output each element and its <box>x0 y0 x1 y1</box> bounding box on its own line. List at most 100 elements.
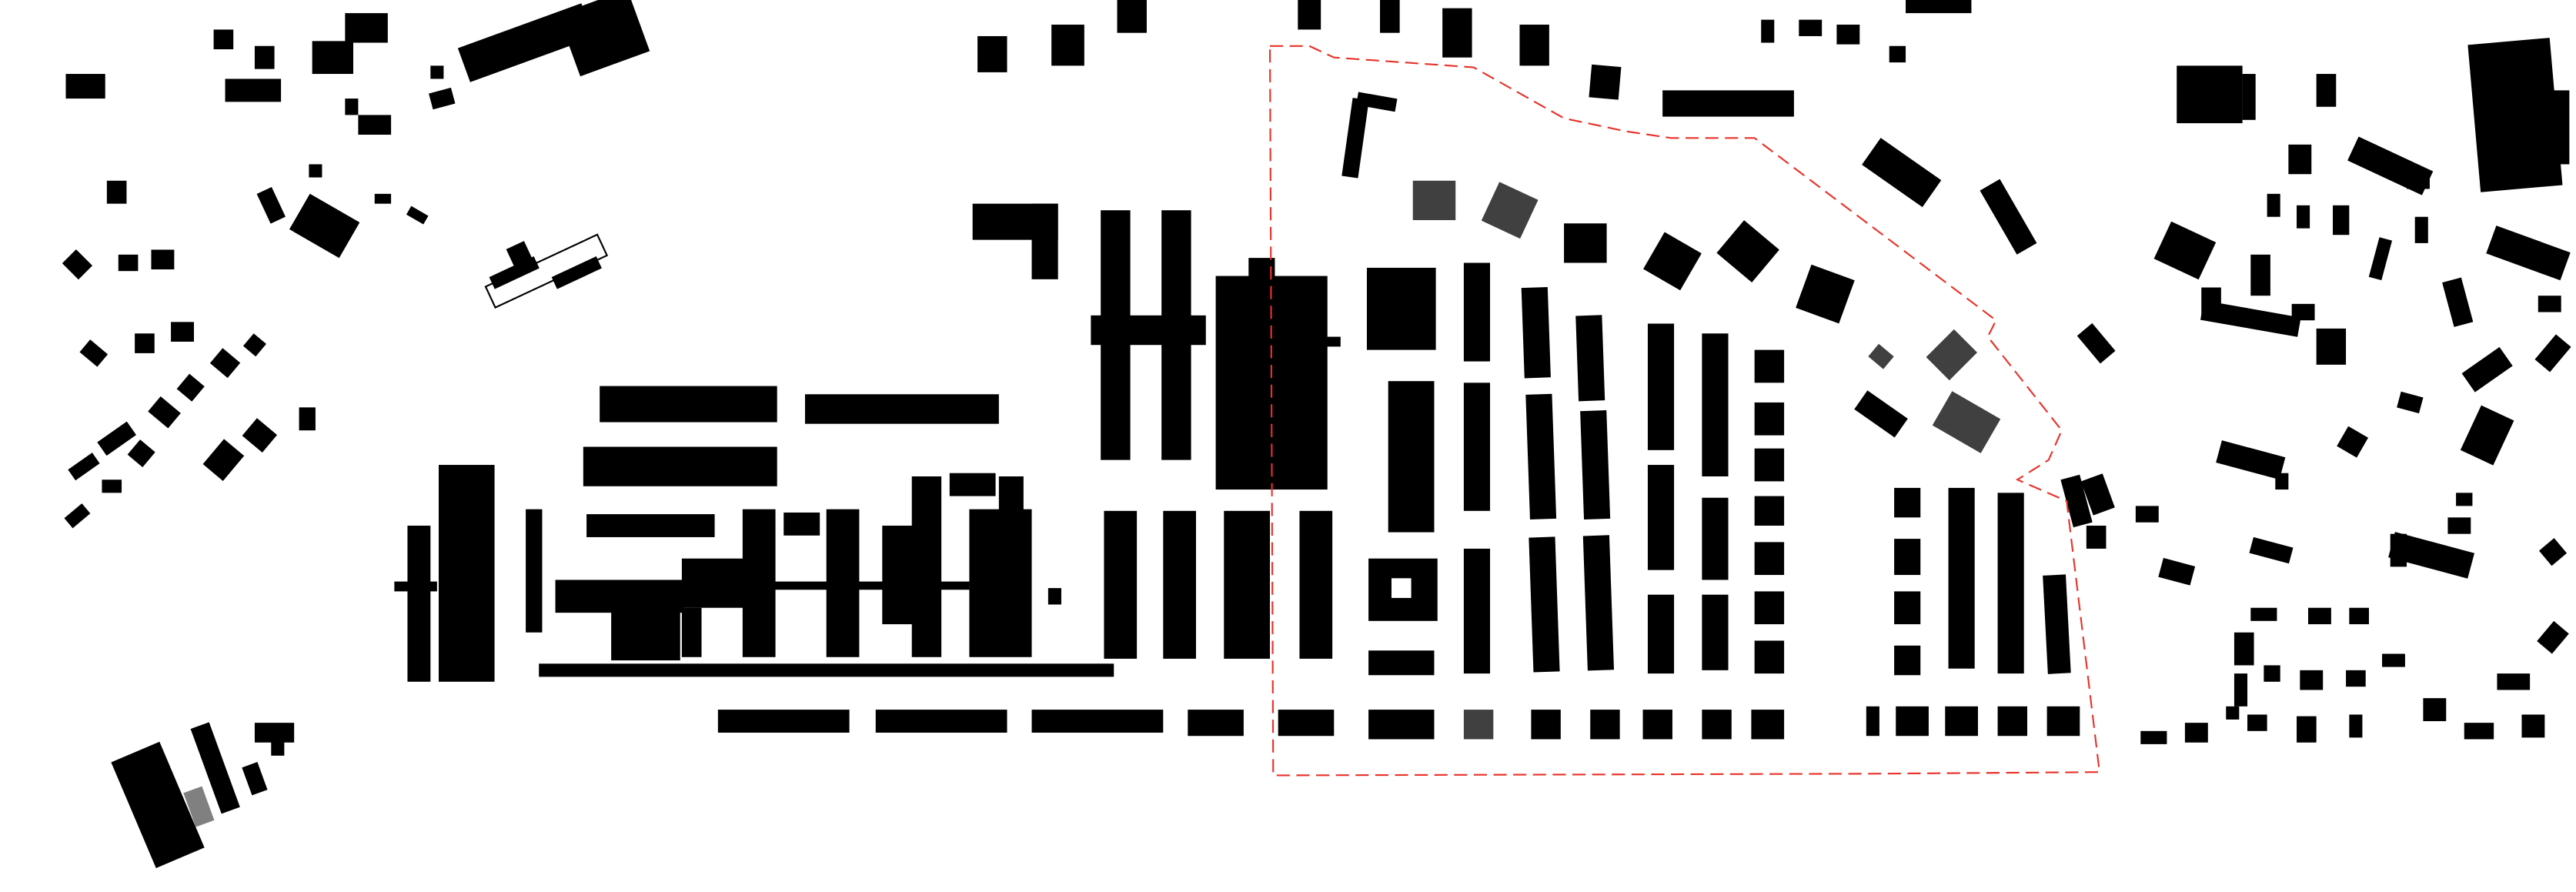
building <box>2297 205 2310 229</box>
building <box>2158 557 2196 586</box>
building <box>1188 710 1244 737</box>
building <box>135 333 155 353</box>
building <box>1298 0 1321 30</box>
building <box>429 87 456 110</box>
building <box>2423 698 2447 722</box>
building <box>1104 510 1138 659</box>
building <box>1796 264 1855 324</box>
building <box>539 663 1114 677</box>
proposed-building <box>1463 710 1494 740</box>
building <box>430 65 444 79</box>
building <box>1575 315 1605 402</box>
building <box>2291 303 2315 321</box>
highlight-building <box>183 786 215 827</box>
building <box>1894 487 1921 518</box>
building <box>875 710 1007 733</box>
building <box>1117 0 1147 33</box>
building <box>2497 673 2531 690</box>
building <box>2200 300 2301 337</box>
building <box>555 580 684 613</box>
building <box>1761 19 1775 43</box>
building <box>2337 426 2369 458</box>
building <box>1580 410 1611 520</box>
building <box>1091 315 1206 346</box>
building <box>1799 19 1823 36</box>
building <box>2368 237 2393 281</box>
bridge-segment <box>551 256 602 289</box>
building <box>1442 8 1472 58</box>
building <box>1163 510 1196 659</box>
building <box>2234 673 2248 707</box>
building <box>1716 220 1779 283</box>
building <box>127 439 155 468</box>
building <box>312 41 354 75</box>
building <box>600 386 777 423</box>
building <box>176 373 205 402</box>
building <box>2297 716 2317 743</box>
building <box>1894 539 1921 576</box>
building <box>1754 542 1785 576</box>
building <box>1463 262 1491 362</box>
building <box>1368 710 1435 740</box>
building <box>586 514 715 537</box>
building <box>1589 64 1622 100</box>
building <box>242 418 278 453</box>
building <box>1366 267 1436 350</box>
building <box>1388 381 1435 533</box>
building <box>2153 221 2217 280</box>
building <box>2201 287 2221 317</box>
building <box>1564 223 1607 263</box>
building <box>111 741 205 868</box>
building <box>2249 536 2294 564</box>
building <box>151 249 175 270</box>
building <box>2349 714 2363 738</box>
building <box>2250 607 2277 621</box>
building <box>2456 493 2473 506</box>
building <box>1948 487 1975 669</box>
proposed-building <box>1926 329 1978 381</box>
building <box>977 35 1007 72</box>
building <box>309 164 322 178</box>
building <box>2549 90 2570 165</box>
bridge-outline <box>484 233 609 309</box>
building <box>2086 526 2107 549</box>
building <box>1702 594 1729 670</box>
building <box>2447 517 2471 534</box>
proposed-building <box>1412 180 1456 221</box>
building <box>1380 0 1400 33</box>
building <box>526 509 543 633</box>
building <box>1997 493 2024 674</box>
building <box>1754 591 1785 625</box>
building <box>1324 336 1341 347</box>
building <box>2537 620 2569 654</box>
building <box>1051 25 1084 66</box>
building <box>2216 440 2286 480</box>
building <box>438 465 495 682</box>
building <box>1997 706 2027 737</box>
building <box>2397 391 2424 414</box>
building <box>2388 532 2475 579</box>
building <box>2234 632 2254 666</box>
courtyard <box>1391 578 1412 598</box>
building <box>2461 346 2513 393</box>
building <box>209 348 241 379</box>
building <box>271 739 285 756</box>
building <box>717 710 850 733</box>
building <box>1702 333 1729 476</box>
bridge-segment <box>489 256 540 289</box>
building <box>1582 535 1615 671</box>
building <box>2464 723 2494 740</box>
building <box>611 607 680 661</box>
building <box>97 421 136 456</box>
building <box>2267 193 2280 217</box>
building <box>407 526 431 682</box>
building <box>1299 510 1333 659</box>
building <box>1463 383 1491 511</box>
building <box>1463 548 1491 674</box>
building <box>2346 670 2366 687</box>
building <box>949 473 996 496</box>
building <box>358 115 392 135</box>
building <box>1980 179 2037 255</box>
building <box>148 396 181 429</box>
building <box>79 339 109 367</box>
